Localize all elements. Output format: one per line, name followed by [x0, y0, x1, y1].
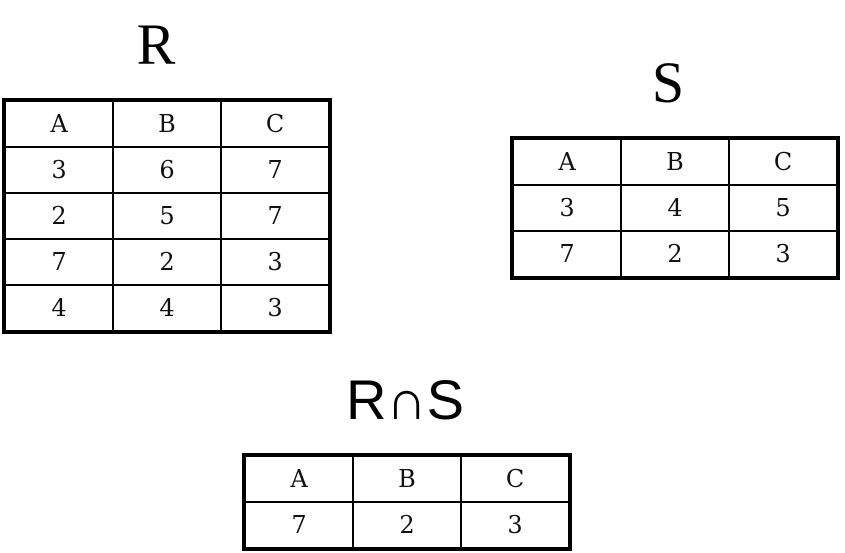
table-cell: 4 — [112, 284, 222, 333]
column-header: B — [620, 137, 730, 186]
column-header: B — [112, 99, 222, 148]
table-header-row: A B C — [511, 137, 839, 186]
table-cell: 2 — [112, 238, 222, 286]
relation-r-title: R — [136, 12, 176, 77]
table-cell: 3 — [3, 146, 114, 194]
table-cell: 3 — [220, 238, 331, 286]
table-cell: 3 — [220, 284, 331, 333]
table-cell: 4 — [620, 184, 730, 232]
table-cell: 5 — [728, 184, 839, 232]
table-row: 7 2 3 — [511, 230, 839, 279]
table-cell: 7 — [220, 192, 331, 240]
column-header: A — [243, 454, 354, 503]
table-cell: 4 — [3, 284, 114, 333]
table-cell: 2 — [352, 501, 462, 550]
column-header: A — [3, 99, 114, 148]
table-header-row: A B C — [3, 99, 331, 148]
table-cell: 5 — [112, 192, 222, 240]
relation-s-table: A B C 3 4 5 7 2 3 — [510, 136, 840, 280]
table-row: 7 2 3 — [243, 501, 571, 550]
table-cell: 3 — [511, 184, 622, 232]
table-cell: 6 — [112, 146, 222, 194]
table-cell: 3 — [728, 230, 839, 279]
column-header: C — [460, 454, 571, 503]
table-cell: 7 — [3, 238, 114, 286]
table-row: 4 4 3 — [3, 284, 331, 333]
table-row: 2 5 7 — [3, 192, 331, 240]
column-header: B — [352, 454, 462, 503]
table-row: 3 6 7 — [3, 146, 331, 194]
table-cell: 2 — [620, 230, 730, 279]
table-row: 3 4 5 — [511, 184, 839, 232]
column-header: A — [511, 137, 622, 186]
table-cell: 2 — [3, 192, 114, 240]
table-header-row: A B C — [243, 454, 571, 503]
table-cell: 3 — [460, 501, 571, 550]
relation-r-table: A B C 3 6 7 2 5 7 7 2 3 4 4 3 — [2, 98, 332, 334]
table-cell: 7 — [243, 501, 354, 550]
table-cell: 7 — [220, 146, 331, 194]
intersection-table: A B C 7 2 3 — [242, 453, 572, 551]
relation-s-title: S — [651, 50, 685, 115]
column-header: C — [220, 99, 331, 148]
column-header: C — [728, 137, 839, 186]
table-row: 7 2 3 — [3, 238, 331, 286]
intersection-title: R∩S — [345, 368, 465, 431]
table-cell: 7 — [511, 230, 622, 279]
